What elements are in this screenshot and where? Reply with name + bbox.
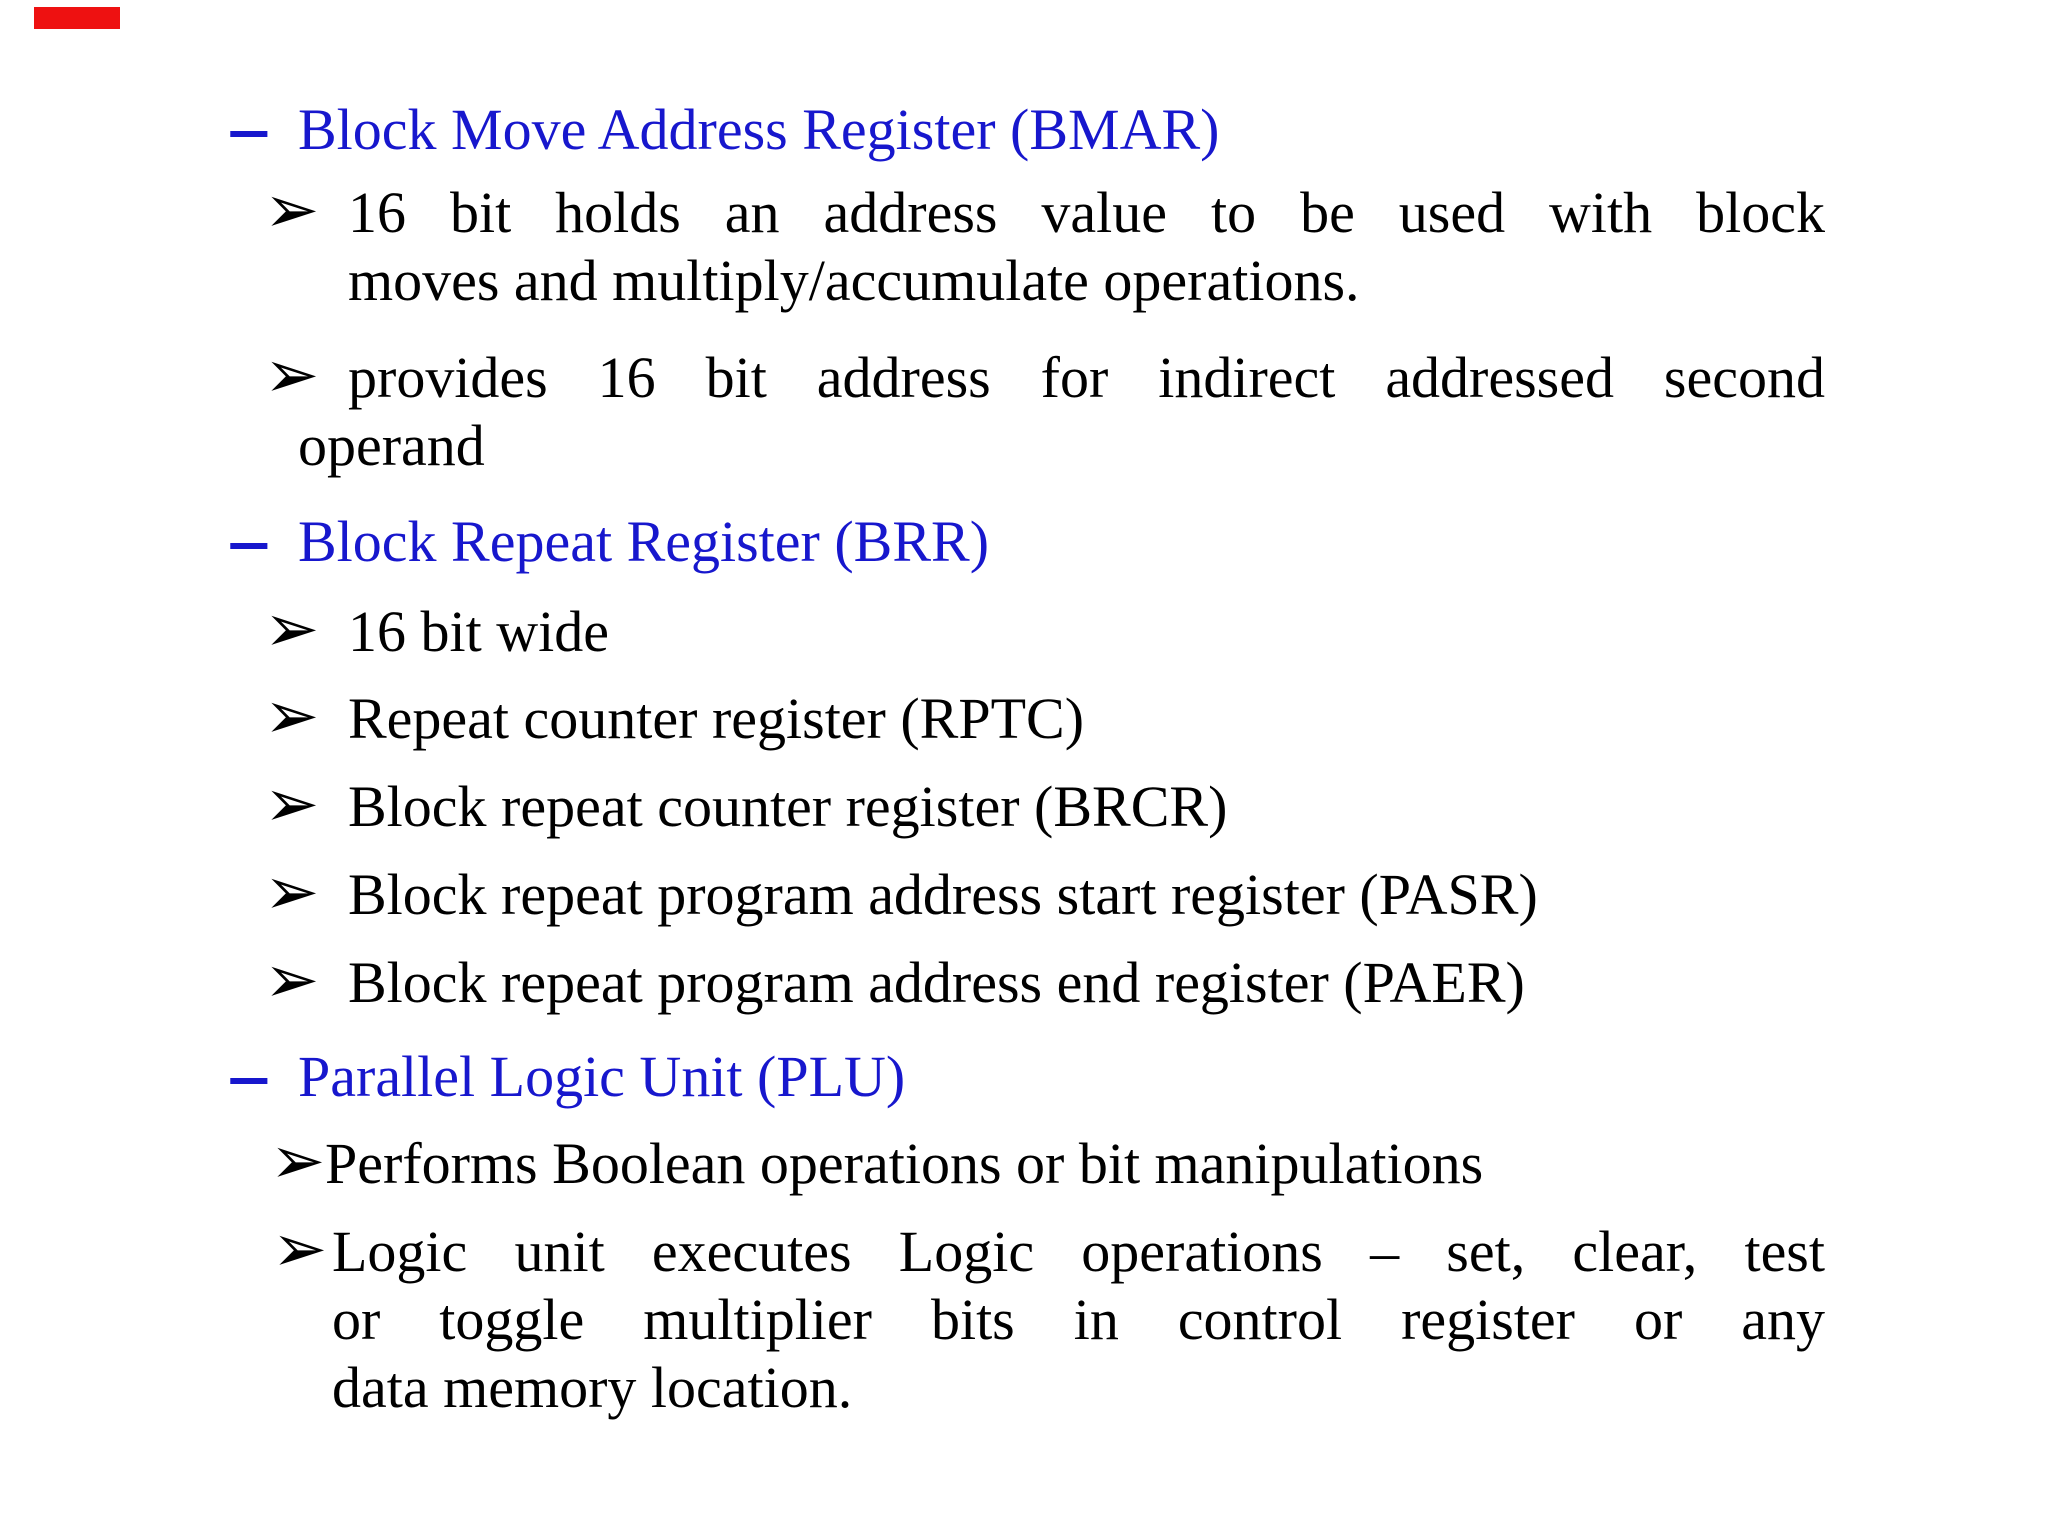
brr-item-5: ➢ Block repeat program address end regis…: [0, 941, 2048, 1018]
plu-bullet-1: ➢ Performs Boolean operations or bit man…: [0, 1122, 2048, 1199]
dash-bullet-icon: –: [228, 96, 270, 163]
red-corner-mark: [34, 7, 120, 29]
dash-bullet-icon: –: [228, 508, 270, 575]
plu-bullet-2-line-1: Logic unit executes Logic operations – s…: [332, 1219, 1825, 1284]
arrowhead-bullet-icon: ➢: [264, 336, 320, 413]
plu-bullet-2-line-3: data memory location.: [332, 1355, 853, 1420]
brr-item-3: ➢ Block repeat counter register (BRCR): [0, 765, 2048, 842]
heading-brr: – Block Repeat Register (BRR): [0, 508, 2048, 576]
brr-item-5-text: Block repeat program address end registe…: [348, 950, 1525, 1015]
heading-bmar-text: Block Move Address Register (BMAR): [298, 97, 1220, 162]
arrowhead-bullet-icon: ➢: [270, 1122, 326, 1199]
arrowhead-bullet-icon: ➢: [264, 677, 320, 754]
bmar-bullet-1: ➢ 16 bit holds an address value to be us…: [0, 171, 2048, 315]
bmar-bullet-1-line-2: moves and multiply/accumulate operations…: [348, 248, 1360, 313]
bmar-bullet-1-line-1: 16 bit holds an address value to be used…: [348, 180, 1825, 245]
bmar-bullet-2-line-2: operand: [298, 413, 485, 478]
brr-item-1: ➢ 16 bit wide: [0, 590, 2048, 667]
brr-item-4-text: Block repeat program address start regis…: [348, 862, 1538, 927]
arrowhead-bullet-icon: ➢: [264, 590, 320, 667]
brr-item-3-text: Block repeat counter register (BRCR): [348, 774, 1228, 839]
arrowhead-bullet-icon: ➢: [272, 1210, 328, 1287]
brr-item-4: ➢ Block repeat program address start reg…: [0, 853, 2048, 930]
arrowhead-bullet-icon: ➢: [264, 941, 320, 1018]
heading-brr-text: Block Repeat Register (BRR): [298, 509, 990, 574]
bmar-bullet-2: ➢ provides 16 bit address for indirect a…: [0, 336, 2048, 480]
plu-bullet-2-line-2: or toggle multiplier bits in control reg…: [332, 1287, 1825, 1352]
bmar-bullet-2-line-1: provides 16 bit address for indirect add…: [348, 345, 1825, 410]
plu-bullet-1-text: Performs Boolean operations or bit manip…: [325, 1131, 1484, 1196]
arrowhead-bullet-icon: ➢: [264, 171, 320, 248]
heading-bmar: – Block Move Address Register (BMAR): [0, 96, 2048, 164]
brr-item-2: ➢ Repeat counter register (RPTC): [0, 677, 2048, 754]
dash-bullet-icon: –: [228, 1043, 270, 1110]
arrowhead-bullet-icon: ➢: [264, 853, 320, 930]
heading-plu: – Parallel Logic Unit (PLU): [0, 1043, 2048, 1111]
arrowhead-bullet-icon: ➢: [264, 765, 320, 842]
plu-bullet-2: ➢ Logic unit executes Logic operations –…: [0, 1210, 2048, 1422]
brr-item-2-text: Repeat counter register (RPTC): [348, 686, 1085, 751]
brr-item-1-text: 16 bit wide: [348, 599, 609, 664]
heading-plu-text: Parallel Logic Unit (PLU): [298, 1044, 906, 1109]
